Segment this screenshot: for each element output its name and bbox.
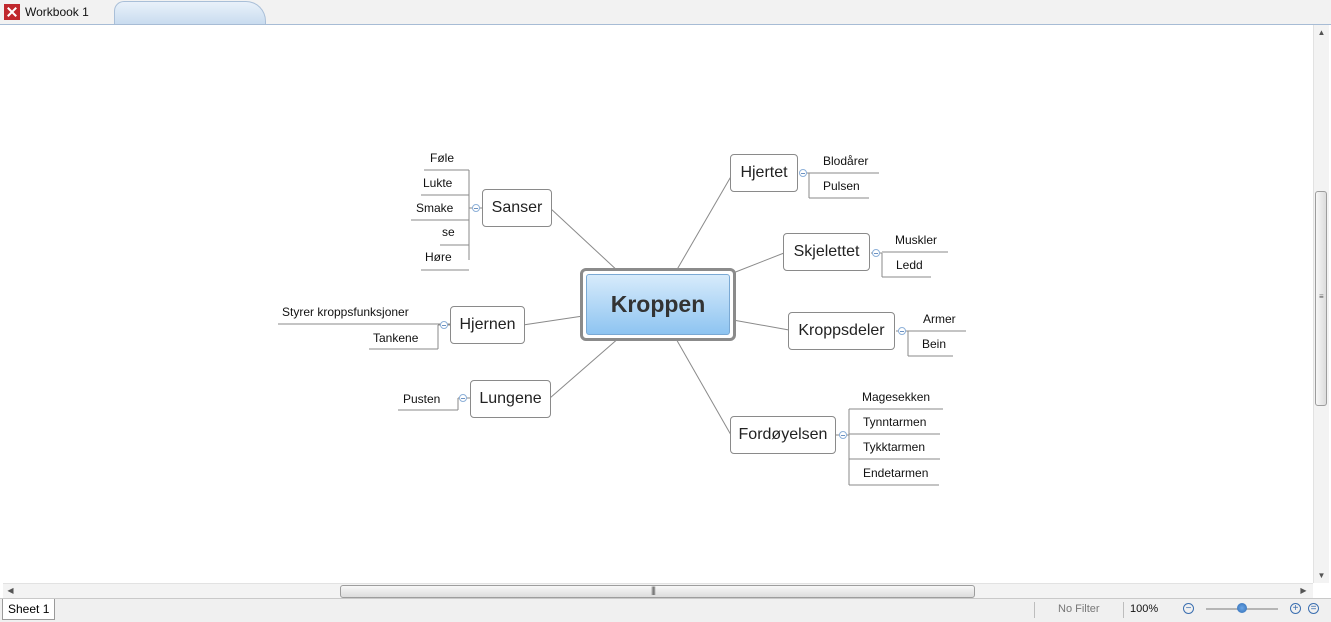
subtopic-pusten[interactable]: Pusten <box>403 392 441 406</box>
subtopic-tykktarmen[interactable]: Tykktarmen <box>863 440 926 454</box>
subtopic-ledd[interactable]: Ledd <box>896 258 923 272</box>
line-hjertet <box>674 172 734 274</box>
zoom-slider-thumb[interactable] <box>1237 603 1247 613</box>
subtopic-blodarer[interactable]: Blodårer <box>823 154 869 168</box>
subtopic-pulsen[interactable]: Pulsen <box>823 179 860 193</box>
collapse-hjertet-icon[interactable] <box>799 169 807 177</box>
workbook-tab[interactable]: Workbook 1 <box>0 0 89 24</box>
hjernen-sub-lines <box>278 323 451 350</box>
zoom-fit-icon[interactable]: = <box>1308 603 1319 614</box>
status-separator <box>1123 602 1124 618</box>
grip-icon: ||| <box>651 585 656 595</box>
collapse-skjelettet-icon[interactable] <box>872 249 880 257</box>
line-skjelettet <box>732 252 785 274</box>
topic-sanser[interactable]: Sanser <box>482 189 552 227</box>
scroll-up-arrow-icon[interactable]: ▲ <box>1317 28 1326 37</box>
title-bar: Workbook 1 <box>0 0 1331 24</box>
subtopic-muskler[interactable]: Muskler <box>895 233 938 247</box>
horizontal-scrollbar[interactable]: ◀ ||| ▶ <box>3 583 1313 599</box>
collapse-hjernen-icon[interactable] <box>440 321 448 329</box>
collapse-lungene-icon[interactable] <box>459 394 467 402</box>
sheet-tab[interactable]: Sheet 1 <box>2 599 56 620</box>
subtopic-hore[interactable]: Høre <box>425 250 452 264</box>
line-sanser <box>549 207 621 274</box>
subtopic-endetarmen[interactable]: Endetarmen <box>863 466 929 480</box>
collapse-kroppsdeler-icon[interactable] <box>898 327 906 335</box>
subtopic-tynntarmen[interactable]: Tynntarmen <box>863 415 927 429</box>
grip-icon: ≡ <box>1319 292 1324 301</box>
topic-hjernen[interactable]: Hjernen <box>450 306 525 344</box>
new-workbook-tab[interactable] <box>114 1 266 24</box>
scroll-left-arrow-icon[interactable]: ◀ <box>7 586 14 595</box>
collapse-fordoyelsen-icon[interactable] <box>839 431 847 439</box>
subtopic-styrer-kroppsfunksjoner[interactable]: Styrer kroppsfunksjoner <box>282 305 409 319</box>
subtopic-smake[interactable]: Smake <box>416 201 454 215</box>
topic-lungene[interactable]: Lungene <box>470 380 551 418</box>
line-lungene <box>549 336 621 399</box>
line-fordoyelsen <box>674 336 732 436</box>
subtopic-lukte[interactable]: Lukte <box>423 176 453 190</box>
mind-map-canvas[interactable]: Kroppen Sanser Føle Lukte Smake se Høre … <box>3 25 1313 583</box>
topic-kroppsdeler[interactable]: Kroppsdeler <box>788 312 895 350</box>
subtopic-se[interactable]: se <box>442 225 455 239</box>
zoom-level[interactable]: 100% <box>1130 603 1159 615</box>
subtopic-bein[interactable]: Bein <box>922 337 947 351</box>
topic-fordoyelsen[interactable]: Fordøyelsen <box>730 416 836 454</box>
line-hjernen <box>522 315 584 326</box>
vertical-scroll-thumb[interactable]: ≡ <box>1315 191 1327 406</box>
zoom-in-icon[interactable]: + <box>1290 603 1301 614</box>
subtopic-fole[interactable]: Føle <box>430 151 454 165</box>
subtopic-tankene[interactable]: Tankene <box>373 331 419 345</box>
status-bar: Sheet 1 No Filter 100% − + = <box>0 598 1331 622</box>
workbook-title: Workbook 1 <box>25 5 89 19</box>
subtopic-magesekken[interactable]: Magesekken <box>862 390 931 404</box>
horizontal-scroll-thumb[interactable]: ||| <box>340 585 975 598</box>
subtopic-armer[interactable]: Armer <box>923 312 956 326</box>
zoom-out-icon[interactable]: − <box>1183 603 1194 614</box>
status-separator <box>1034 602 1035 618</box>
collapse-sanser-icon[interactable] <box>472 204 480 212</box>
central-topic[interactable]: Kroppen <box>580 268 736 341</box>
topic-hjertet[interactable]: Hjertet <box>730 154 798 192</box>
central-topic-label: Kroppen <box>586 274 730 335</box>
scroll-down-arrow-icon[interactable]: ▼ <box>1317 571 1326 580</box>
vertical-scrollbar[interactable]: ▲ ≡ ▼ <box>1313 25 1329 583</box>
xmind-app-icon <box>4 4 20 20</box>
line-kroppsdeler <box>732 319 790 331</box>
filter-status[interactable]: No Filter <box>1058 603 1100 615</box>
topic-skjelettet[interactable]: Skjelettet <box>783 233 870 271</box>
scroll-right-arrow-icon[interactable]: ▶ <box>1300 586 1307 595</box>
